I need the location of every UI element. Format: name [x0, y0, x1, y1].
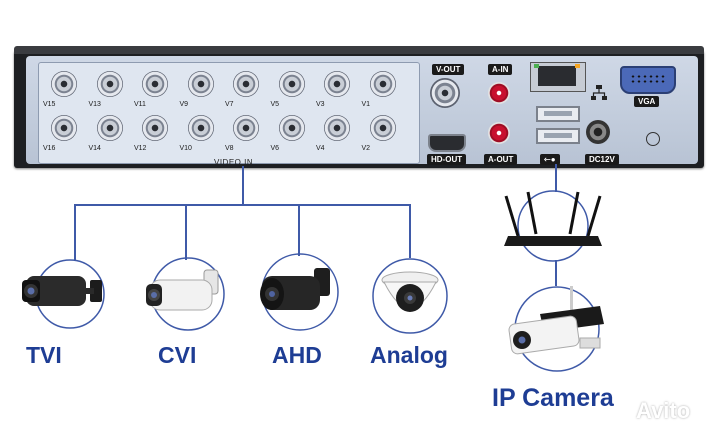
- router-icon: [504, 190, 602, 262]
- channel-label: V16: [43, 145, 56, 152]
- bullet-camera-icon: [260, 253, 339, 331]
- channel-label: V7: [225, 101, 234, 108]
- bnc-connector: [324, 115, 350, 141]
- channel-label: V2: [361, 145, 371, 152]
- bnc-connector: [96, 115, 123, 141]
- a-in-port: [488, 82, 510, 104]
- eth-to-router-line: [555, 164, 557, 192]
- network-icon: [591, 85, 607, 100]
- hdmi-port: [428, 134, 466, 152]
- bnc-connector: [51, 71, 77, 97]
- drop-line-analog: [409, 204, 411, 258]
- drop-line-tvi: [74, 204, 76, 260]
- channel-label: V1: [361, 101, 371, 108]
- a-out-port: [488, 122, 510, 144]
- dvr-top-edge: [14, 46, 704, 54]
- bnc-connector: [278, 115, 305, 141]
- ground-icon: [646, 132, 660, 146]
- bnc-connector: [187, 115, 214, 141]
- channel-label: V9: [179, 101, 189, 108]
- hd-out-label: HD-OUT: [427, 154, 467, 165]
- analog-label: Analog: [370, 342, 448, 368]
- bnc-connector: [369, 115, 396, 141]
- channel-label: V14: [88, 145, 101, 152]
- channel-label: V13: [88, 101, 101, 108]
- channel-label: V6: [270, 145, 280, 152]
- ethernet-led-green: [534, 64, 539, 68]
- bnc-connector: [233, 71, 259, 97]
- cvi-label: CVI: [158, 342, 197, 368]
- usb-port-2: [536, 128, 580, 144]
- vga-label: VGA: [634, 96, 660, 107]
- ethernet-socket: [538, 66, 576, 86]
- usb-port-1: [536, 106, 580, 122]
- a-out-label: A-OUT: [484, 154, 518, 165]
- solar-camera-icon: [508, 286, 604, 372]
- bnc-connector: [324, 71, 350, 97]
- dc-power-port: [586, 120, 610, 144]
- bnc-connector: [187, 71, 214, 97]
- bnc-connector: [142, 71, 168, 97]
- dome-camera-icon: [372, 258, 448, 334]
- drop-line-ahd: [298, 204, 300, 256]
- watermark: Avito: [636, 398, 691, 423]
- v-out-label: V-OUT: [432, 64, 465, 75]
- bullet-camera-icon: [146, 257, 225, 331]
- channel-label: V15: [43, 101, 56, 108]
- bullet-camera-icon: [22, 259, 105, 329]
- channel-label: V11: [134, 101, 146, 108]
- bnc-connector: [278, 71, 305, 97]
- router-to-ip-line: [555, 260, 557, 286]
- ethernet-led-orange: [575, 64, 580, 68]
- bnc-connector: [96, 71, 123, 97]
- dc-label: DC12V: [585, 154, 619, 165]
- bnc-connector: [142, 115, 168, 141]
- channel-label: V5: [270, 101, 280, 108]
- v-out-port: [430, 78, 460, 108]
- vga-port: [620, 66, 676, 94]
- channel-label: V12: [134, 145, 147, 152]
- a-in-label: A-IN: [488, 64, 513, 75]
- video-in-title: VIDEO IN: [214, 158, 254, 167]
- bnc-connector: [51, 115, 77, 141]
- bnc-connector: [369, 71, 396, 97]
- ahd-label: AHD: [272, 342, 322, 368]
- tvi-label: TVI: [26, 342, 62, 368]
- channel-label: V3: [316, 101, 325, 108]
- bnc-connector: [233, 115, 259, 141]
- usb-icon: ⇽●: [540, 154, 560, 165]
- channel-label: V10: [179, 145, 192, 152]
- bus-line: [74, 204, 410, 206]
- drop-line-cvi: [185, 204, 187, 260]
- ip-camera-label: IP Camera: [492, 384, 614, 412]
- channel-label: V8: [225, 145, 234, 152]
- trunk-line: [242, 166, 244, 206]
- channel-label: V4: [316, 145, 325, 152]
